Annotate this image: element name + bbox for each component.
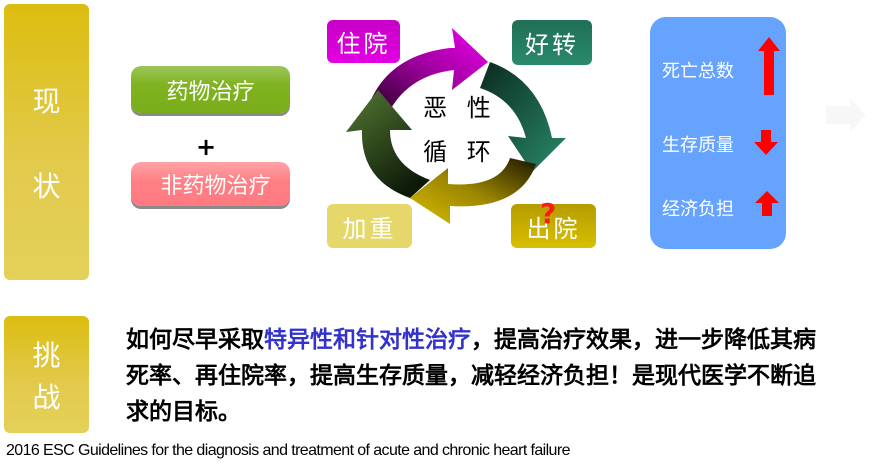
vicious-cycle-arrows-icon xyxy=(346,28,566,224)
question-mark-icon: ? xyxy=(540,197,557,230)
cycle-center-line: 循 环 xyxy=(423,138,497,166)
stage-improvement: 好转 xyxy=(512,20,592,65)
stage-discharge: 出院 xyxy=(511,204,596,248)
status-label-char: 状 xyxy=(32,169,61,203)
challenge-label-char: 挑 xyxy=(32,338,61,372)
status-label-char: 现 xyxy=(32,84,61,118)
plus-sign: + xyxy=(196,133,217,161)
stage-worsening: 加重 xyxy=(327,204,412,248)
arrow-up-icon xyxy=(755,191,779,216)
faint-arrow-right-icon xyxy=(826,98,866,132)
citation: 2016 ESC Guidelines for the diagnosis an… xyxy=(6,442,570,459)
challenge-statement: 如何尽早采取特异性和针对性治疗，提高治疗效果，进一步降低其病死率、再住院率，提高… xyxy=(126,322,816,430)
arrow-down-icon xyxy=(754,130,778,155)
challenge-text-start: 如何尽早采取 xyxy=(126,327,264,353)
outcome-economic-burden: 经济负担 xyxy=(662,199,734,220)
challenge-text-highlight: 特异性和针对性治疗 xyxy=(264,327,471,353)
arrow-up-large-icon xyxy=(758,37,780,95)
non-drug-therapy-box: 非药物治疗 xyxy=(131,162,290,206)
outcome-quality-of-life: 生存质量 xyxy=(662,135,734,156)
outcomes-panel: 死亡总数 生存质量 经济负担 xyxy=(650,17,786,249)
challenge-label-char: 战 xyxy=(32,380,61,414)
stage-hospitalization: 住院 xyxy=(327,20,400,63)
drug-therapy-box: 药物治疗 xyxy=(131,66,290,113)
status-label: 现 状 xyxy=(4,4,89,280)
challenge-text-end: ，提高治疗效果，进一步降低其病死率、再住院率，提高生存质量，减轻经济负担！是现代… xyxy=(126,327,816,425)
cycle-center-line: 恶 性 xyxy=(423,94,497,122)
challenge-label: 挑 战 xyxy=(4,316,89,433)
outcome-mortality: 死亡总数 xyxy=(662,61,734,82)
vicious-cycle-title: 恶 性 循 环 xyxy=(420,86,500,174)
